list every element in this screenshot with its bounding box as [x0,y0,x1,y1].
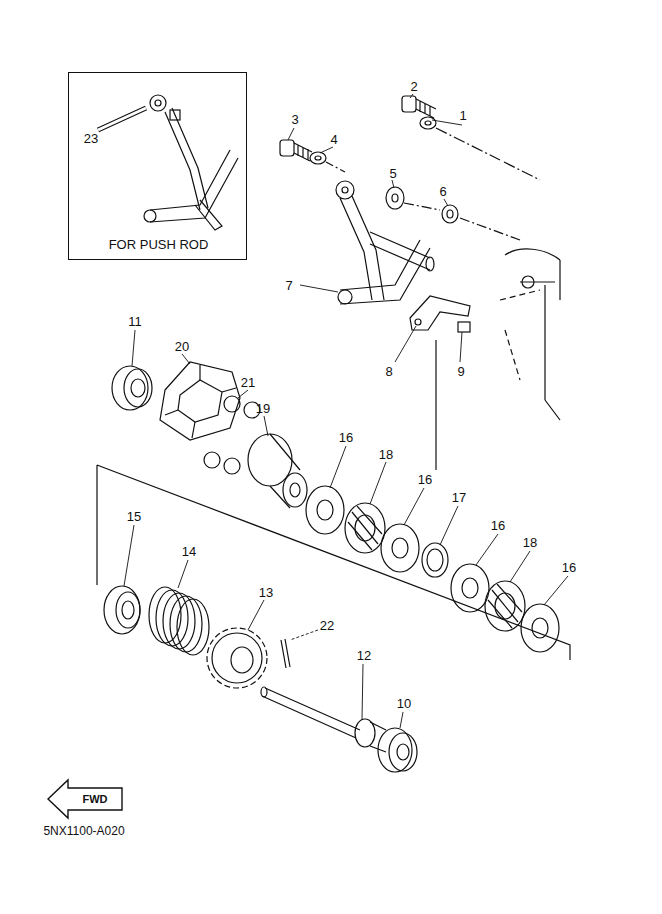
callout-number: 11 [128,315,142,328]
callout-number: 16 [339,431,353,444]
callout-number: 17 [452,491,466,504]
callout-number: 8 [385,365,392,378]
steel-balls [204,396,260,474]
fwd-arrow: FWD [46,776,124,822]
washers [306,486,559,652]
callout-number: 18 [523,536,537,549]
oil-seal [104,586,140,634]
callout-number: 14 [182,545,196,558]
leader-lines [124,94,568,728]
drawing-code: 5NX1100-A020 [43,825,124,837]
fwd-text: FWD [82,794,107,805]
bracket-line [97,465,570,660]
callout-number: 16 [418,473,432,486]
callout-number: 9 [457,365,464,378]
callout-number: 16 [562,561,576,574]
callout-number: 3 [291,113,298,126]
callout-number: 18 [379,448,393,461]
callout-number: 16 [491,519,505,532]
kick-gear [207,628,267,688]
callout-number: 1 [459,109,466,122]
callout-number: 7 [285,279,292,292]
guide-plate [410,296,470,470]
bearing [112,366,152,410]
callout-number: 6 [439,185,446,198]
callout-number: 5 [389,167,396,180]
callout-number: 2 [410,80,417,93]
callout-number: 4 [330,133,337,146]
callout-number: 21 [241,376,255,389]
kick-lever [336,181,520,304]
crankcase-outline [500,249,560,420]
callout-number: 12 [357,649,371,662]
ratchet [160,362,240,440]
kick-shaft [261,687,386,752]
callout-number: 23 [84,132,98,145]
pin [281,639,290,668]
callout-number: 19 [256,402,270,415]
bolt [280,96,540,180]
ratchet-wheel [248,434,307,508]
callout-number: 10 [397,697,411,710]
bearing [378,728,417,772]
callout-number: 13 [259,586,273,599]
inset-box: FOR PUSH ROD [68,72,247,260]
callout-number: 15 [127,510,141,523]
callout-number: 20 [175,340,189,353]
push-rod-lever [98,95,238,230]
spring [149,587,209,655]
callout-number: 22 [320,619,334,632]
inset-caption: FOR PUSH ROD [109,238,209,251]
